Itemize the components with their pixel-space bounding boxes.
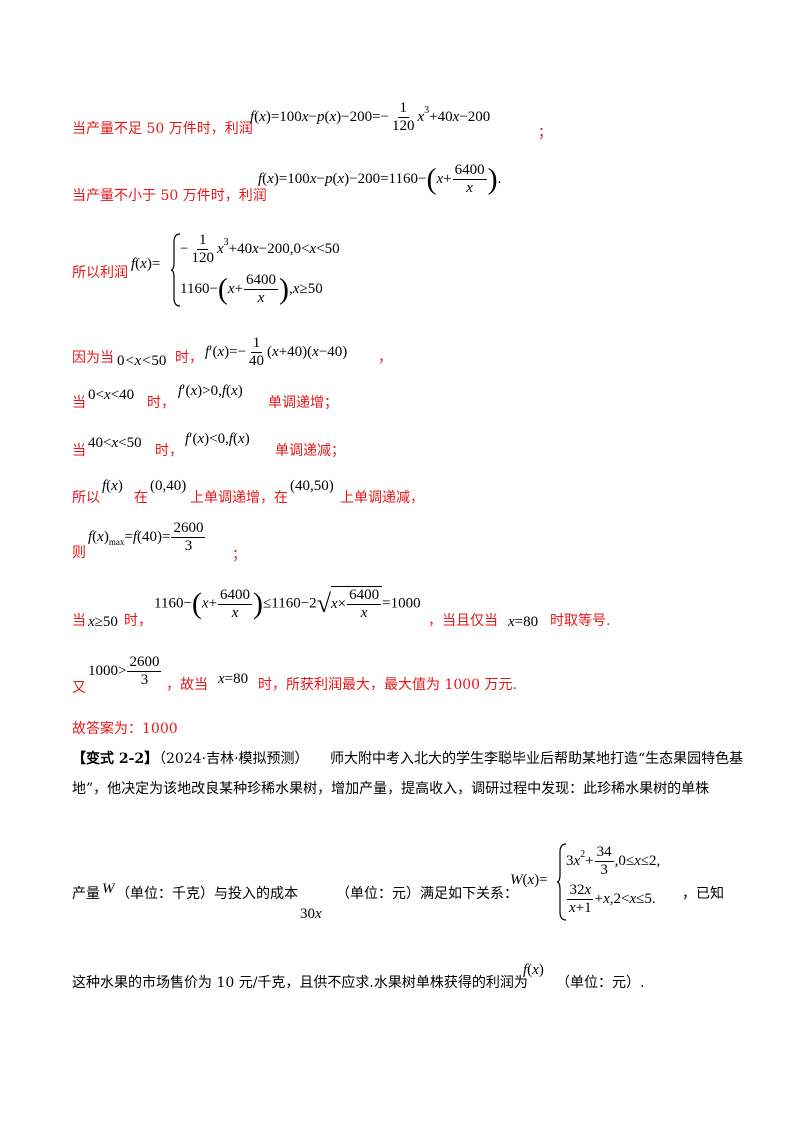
- problem-text-4b: （单位：元）.: [556, 975, 645, 991]
- line9-c: ，当且仅当: [428, 613, 498, 629]
- line9-d: 时取等号.: [550, 613, 611, 629]
- problem-text-3a: 产量: [72, 886, 100, 902]
- line5-a: 当: [72, 395, 86, 411]
- profit-fx: f(x): [523, 962, 544, 978]
- problem-text-3d: ，已知: [682, 886, 724, 902]
- line1-text: 当产量不足 50 万件时，利润: [72, 121, 253, 137]
- line9-b: 时，: [124, 613, 152, 629]
- line4-a: 因为当: [72, 350, 114, 366]
- line3-text: 所以利润: [72, 265, 128, 281]
- line7-int2: (40,50): [290, 478, 334, 494]
- line10-eq: x=80: [218, 671, 249, 687]
- line4-b: 时，: [175, 350, 203, 366]
- problem-text-2: 地”，他决定为该地改良某种珍稀水果树，增加产量，提高收入，调研过程中发现：此珍稀…: [72, 781, 710, 797]
- line8-end: ；: [232, 547, 246, 563]
- left-brace-icon: [556, 843, 567, 921]
- line1-end: ；: [538, 125, 552, 141]
- answer-line: 故答案为：1000: [72, 721, 178, 737]
- line7-fx: f(x): [102, 478, 123, 494]
- line6-a: 当: [72, 443, 86, 459]
- line9-range: x≥50: [88, 614, 118, 630]
- line6-b: 时，: [155, 443, 183, 459]
- w-fx: W(x)=: [510, 872, 548, 888]
- line5-c: 单调递增；: [268, 395, 338, 411]
- problem-source: （2024·吉林·模拟预测）: [152, 751, 309, 767]
- line4-range: 0<x<50: [117, 353, 167, 369]
- line6-range: 40<x<50: [88, 435, 142, 451]
- line8-a: 则: [72, 545, 86, 561]
- line2-text: 当产量不小于 50 万件时，利润: [72, 188, 267, 204]
- line7-d: 上单调递减，: [340, 490, 424, 506]
- line5-b: 时，: [147, 395, 175, 411]
- line5-formula: f′(x)>0,f(x): [178, 383, 243, 399]
- line7-a: 所以: [72, 490, 100, 506]
- line6-formula: f′(x)<0,f(x): [185, 431, 250, 447]
- line7-c: 上单调递增，在: [190, 490, 288, 506]
- line4-end: ，: [378, 350, 392, 366]
- problem-text-4a: 这种水果的市场售价为 10 元/千克，且供不应求.水果树单株获得的利润为: [72, 975, 528, 991]
- line10-b: ，故当: [166, 677, 208, 693]
- problem-text-3c: （单位：元）满足如下关系：: [336, 886, 518, 902]
- line3-fx: f(x)=: [131, 256, 161, 272]
- cost-30x: 30x: [300, 906, 322, 922]
- line6-c: 单调递减；: [275, 443, 345, 459]
- line7-b: 在: [134, 490, 148, 506]
- var-W: W: [102, 881, 115, 897]
- problem-text-3b: （单位：千克）与投入的成本: [116, 886, 298, 902]
- line5-range: 0<x<40: [88, 387, 135, 403]
- problem-text-1: 师大附中考入北大的学生李聪毕业后帮助某地打造“生态果园特色基: [330, 751, 744, 767]
- left-brace-icon: [170, 233, 181, 307]
- line9-a: 当: [72, 613, 86, 629]
- line10-c: 时，所获利润最大，最大值为 1000 万元.: [258, 677, 517, 693]
- line7-int1: (0,40): [150, 478, 187, 494]
- line10-a: 又: [72, 680, 86, 696]
- problem-tag: 【变式 2-2】: [72, 751, 159, 767]
- line9-eq: x=80: [508, 614, 539, 630]
